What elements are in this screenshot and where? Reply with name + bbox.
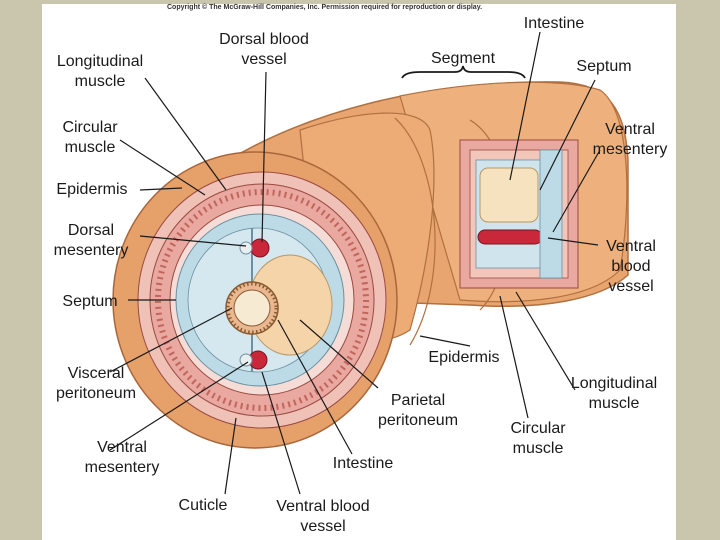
label-intestine-top: Intestine [523, 15, 585, 32]
segment-cutaway [459, 139, 579, 289]
segment-bracket [401, 65, 526, 79]
label-septum-right: Septum [576, 58, 632, 75]
label-epidermis-bottom: Epidermis [428, 349, 500, 366]
label-cuticle: Cuticle [178, 497, 228, 514]
label-septum-left: Septum [62, 293, 118, 310]
label-segment: Segment [430, 50, 496, 67]
leader-lines [109, 31, 601, 495]
copyright-notice: Copyright © The McGraw-Hill Companies, I… [167, 4, 483, 11]
label-epidermis-left: Epidermis [56, 181, 128, 198]
label-intestine-bottom: Intestine [332, 455, 394, 472]
cross-section [112, 151, 398, 449]
